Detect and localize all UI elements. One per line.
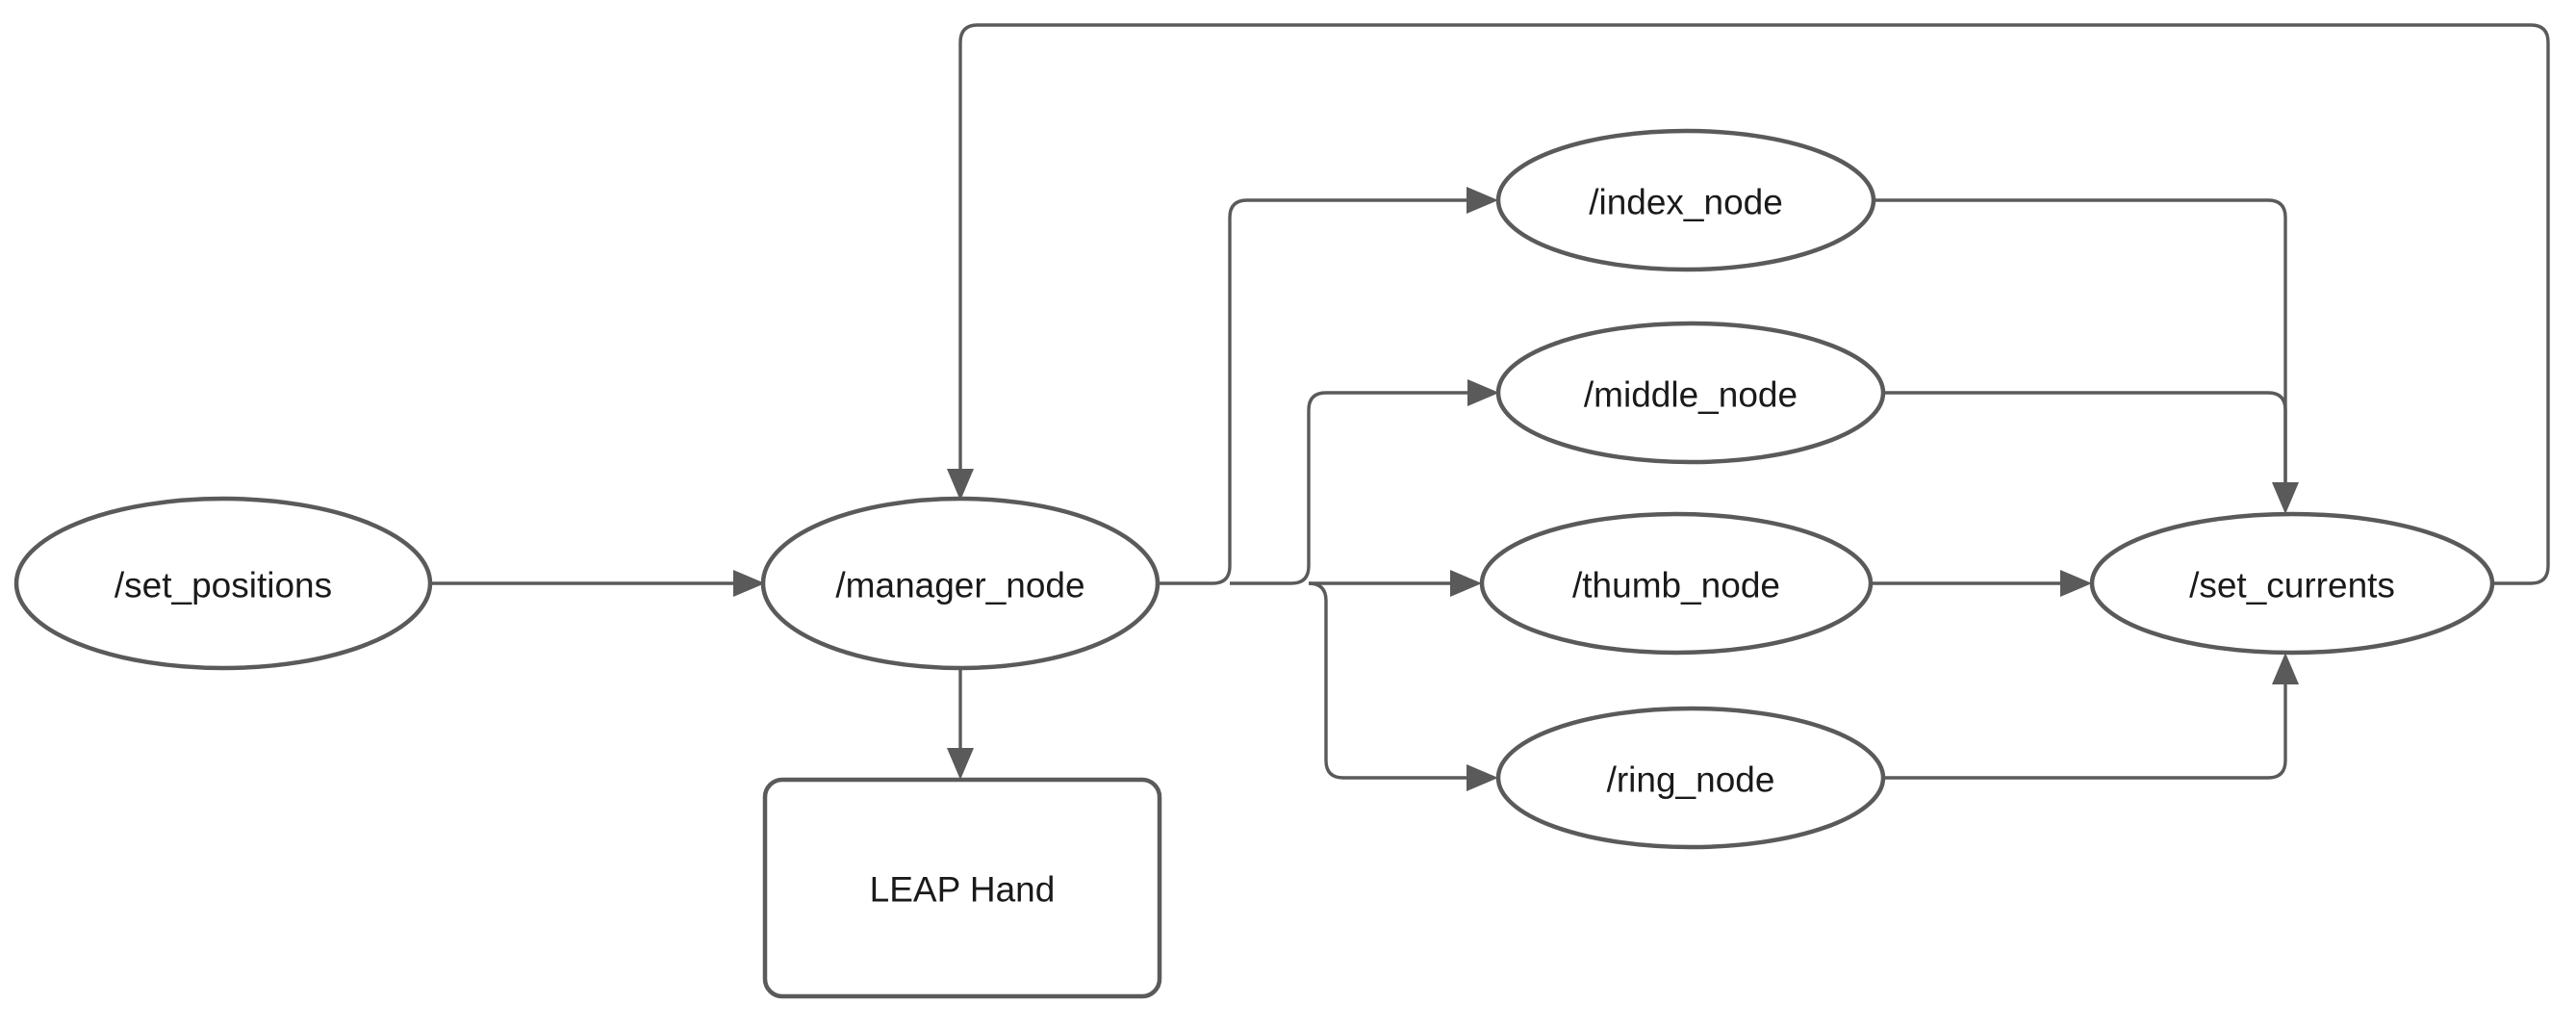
node-set-currents[interactable]: /set_currents — [2089, 511, 2495, 656]
thumb-node-ellipse[interactable] — [1479, 511, 1874, 656]
set-currents-label: /set_currents — [2189, 566, 2395, 605]
leap-hand-label: LEAP Hand — [870, 870, 1056, 910]
arrowhead-right — [1467, 764, 1498, 791]
edge-ring-node-to-set-currents — [1883, 653, 2299, 780]
arrowhead-right — [733, 570, 765, 597]
edge-manager-node-to-thumb-node — [1309, 570, 1482, 597]
ring-node-label: /ring_node — [1607, 760, 1775, 800]
arrowhead-right — [1450, 570, 1482, 597]
middle-node-ellipse[interactable] — [1495, 321, 1886, 465]
middle-node-label: /middle_node — [1584, 375, 1798, 415]
ring-node-ellipse[interactable] — [1495, 706, 1886, 850]
node-thumb-node[interactable]: /thumb_node — [1479, 511, 1874, 656]
manager-node-label: /manager_node — [835, 566, 1084, 605]
index-node-ellipse[interactable] — [1495, 128, 1876, 272]
arrowhead-down — [947, 748, 974, 780]
node-index-node[interactable]: /index_node — [1495, 128, 1876, 272]
thumb-node-label: /thumb_node — [1572, 566, 1780, 605]
edge-thumb-node-to-set-currents — [1871, 570, 2092, 597]
set-positions-label: /set_positions — [115, 566, 332, 605]
edge-manager-node-to-ring-node — [1308, 581, 1498, 791]
set-positions-ellipse[interactable] — [13, 496, 433, 671]
edge-set-currents-to-manager-node — [947, 23, 2550, 585]
leap-hand-rect[interactable] — [762, 777, 1162, 999]
edge-set-positions-to-manager-node — [430, 570, 765, 597]
node-leap-hand[interactable]: LEAP Hand — [762, 777, 1162, 999]
arrowhead-right — [1467, 187, 1498, 214]
arrowhead-up — [2272, 653, 2299, 684]
edge-manager-node-to-index-node — [1158, 187, 1498, 585]
index-node-label: /index_node — [1589, 183, 1783, 222]
edge-middle-node-to-set-currents — [1883, 391, 2287, 495]
node-set-positions[interactable]: /set_positions — [13, 496, 433, 671]
arrowhead-down — [947, 469, 974, 501]
node-ring-node[interactable]: /ring_node — [1495, 706, 1886, 850]
arrowhead-down — [2272, 482, 2299, 514]
node-middle-node[interactable]: /middle_node — [1495, 321, 1886, 465]
arrowhead-right — [2060, 570, 2092, 597]
edge-index-node-to-set-currents — [1874, 198, 2299, 514]
set-currents-ellipse[interactable] — [2089, 511, 2495, 656]
manager-node-ellipse[interactable] — [760, 496, 1160, 671]
edge-manager-node-to-leap-hand — [947, 668, 974, 780]
node-manager-node[interactable]: /manager_node — [760, 496, 1160, 671]
edge-manager-node-to-middle-node — [1230, 379, 1499, 585]
arrowhead-right — [1467, 379, 1499, 406]
